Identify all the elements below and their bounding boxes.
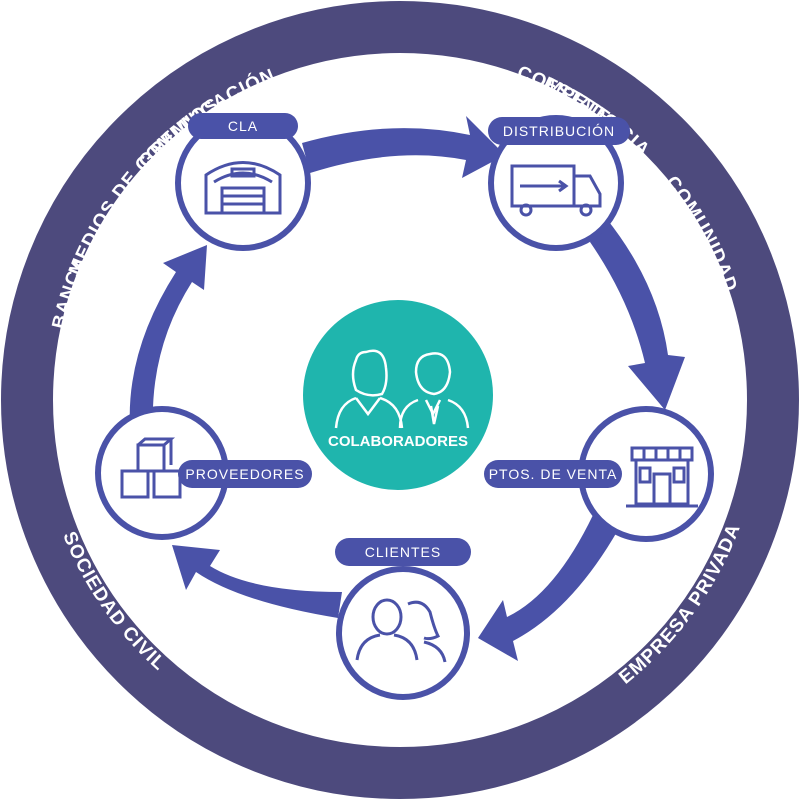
node-cla: CLA [175,113,311,251]
store-icon [626,446,698,508]
label-proveedores: PROVEEDORES [185,466,304,482]
truck-icon [510,164,602,217]
label-cla: CLA [228,118,258,134]
colaboradores-icon [334,349,470,429]
label-clientes: CLIENTES [365,544,441,560]
node-ptos-venta: PTOS. DE VENTA [484,406,714,542]
node-clientes: CLIENTES [335,538,471,700]
label-distribucion: DISTRIBUCIÓN [503,123,615,139]
people-icon [355,598,447,663]
boxes-icon [120,437,182,499]
label-ptos-venta: PTOS. DE VENTA [489,466,618,482]
node-proveedores: PROVEEDORES [95,406,312,540]
arrow-ptos-to-clientes [478,515,618,661]
node-distribucion: DISTRIBUCIÓN [488,115,630,251]
arrow-distribucion-to-ptos [590,218,685,410]
label-colaboradores: COLABORADORES [328,433,468,450]
arrow-clientes-to-proveedores [172,545,342,618]
warehouse-icon [204,161,282,215]
arrow-proveedores-to-cla [129,245,207,428]
cycle-arrows [129,116,685,661]
arrow-cla-to-distribucion [302,116,505,178]
center-colaboradores: COLABORADORES [303,300,493,490]
